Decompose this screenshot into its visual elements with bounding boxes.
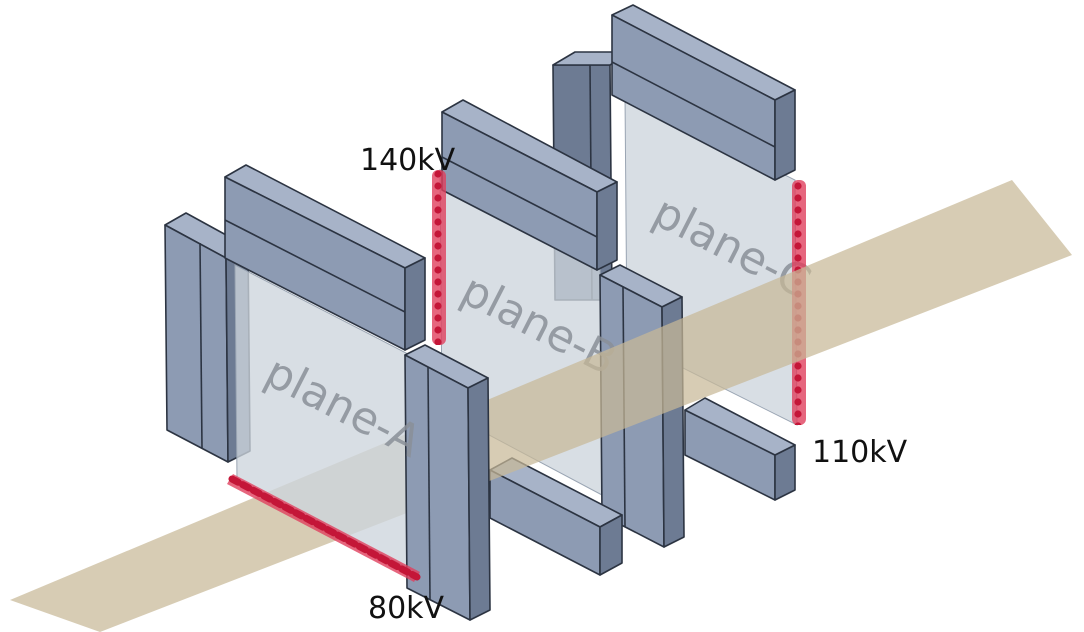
- source-a: [227, 474, 421, 582]
- gantry-a: [164, 164, 491, 621]
- gantry-c-top-block: [611, 4, 796, 181]
- voltage-label-c: 110kV: [812, 435, 908, 470]
- voltage-label-a: 80kV: [368, 591, 445, 626]
- voltage-label-b: 140kV: [360, 143, 456, 178]
- source-b: [432, 170, 446, 345]
- gantry-b-top-block: [441, 99, 618, 271]
- gantry-a-top-block: [224, 164, 426, 351]
- conveyor-belt: [10, 180, 1072, 632]
